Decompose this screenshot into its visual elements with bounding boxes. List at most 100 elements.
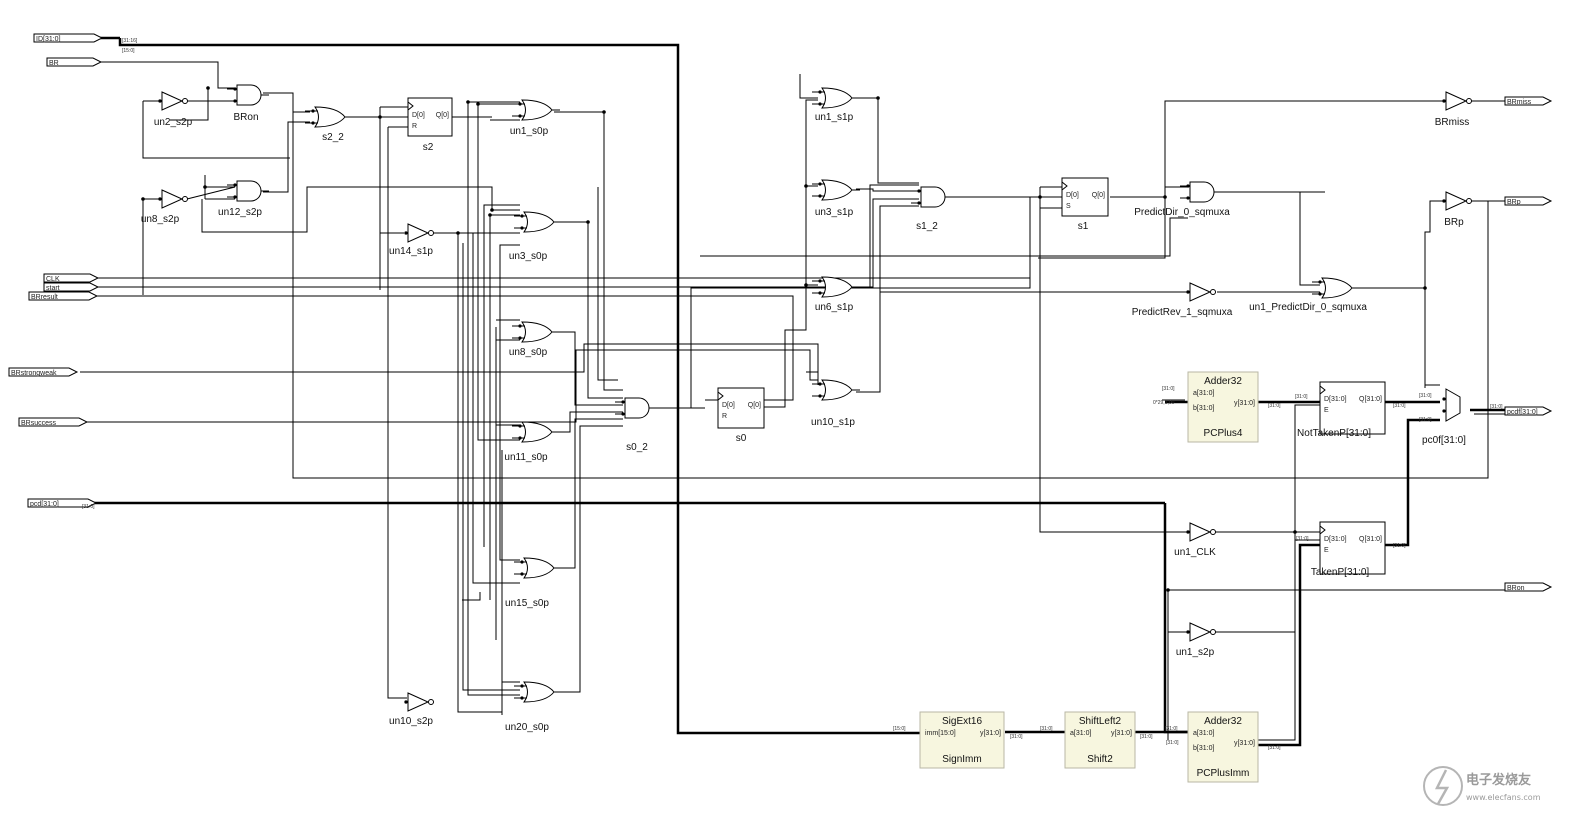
gate-inputs [305,110,318,124]
un11-s0p-gate [512,421,560,443]
ff-pin-q: Q[31:0] [1359,396,1382,403]
flipflop-box [1061,177,1109,217]
not-bubble [1210,289,1216,295]
junction-dot [602,110,606,114]
wire [554,111,623,391]
un1-s1p-gate [812,87,860,109]
bus-width-label: [31:0] [1268,403,1281,409]
not-body [1445,191,1468,211]
not-bubble [182,98,188,104]
wire [1167,590,1188,633]
gate-label: un3_s1p [815,207,854,218]
wire [856,188,919,192]
wire [1217,191,1320,286]
bus-width-label: [31:0] [1393,403,1406,409]
ff-pin-ctrl: R [412,123,417,130]
junction-dot [586,220,590,224]
ff-pin-ctrl: S [1066,203,1071,210]
gate-label: un1_s1p [815,112,854,123]
gate-label: un1_s2p [1176,647,1215,658]
components [8,33,1553,783]
pin-dot [621,412,625,416]
wire [80,343,819,385]
bus-width-label: [31:0] [1140,734,1153,740]
un3-s1p-gate [812,179,860,201]
and-body [624,397,650,419]
ff-pin-ctrl: E [1324,407,1329,414]
gate-inputs [514,215,527,229]
block-pin-a: a[31:0] [1193,390,1214,397]
un8-s2p-gate [158,189,188,209]
function-block [1187,711,1259,783]
bus-width-label: [31:0] [1010,734,1023,740]
un12-s2p-gate [227,180,269,202]
pin-dot [1442,409,1446,413]
pin-dot [520,684,524,688]
wire [292,93,1489,479]
wire [1110,100,1446,198]
ff-pin-d: D[0] [722,402,735,409]
pin-dot [518,336,522,340]
wire [170,88,209,121]
watermark-url: www.elecfans.com [1466,793,1541,802]
block-pin-a: a[31:0] [1070,730,1091,737]
block-name: Shift2 [1087,754,1113,765]
bron-gate [227,84,269,106]
bus-width-label: [31:0] [1419,393,1432,399]
wire [1214,539,1320,633]
pin-dot [520,560,524,564]
pin-dot [1318,292,1322,296]
gate-label: un1_PredictDir_0_sqmuxa [1249,302,1367,313]
pin-dot [917,189,921,193]
pin-dot [233,183,237,187]
block-pin-y: y[31:0] [1234,740,1255,747]
pin-dot [917,201,921,205]
input-port [33,33,104,43]
wire [1038,197,1166,259]
bolt-icon [1434,769,1450,805]
s0-2-gate [615,397,657,419]
not-bubble [1210,529,1216,535]
block-pin-b: b[31:0] [1193,745,1214,752]
or-body [821,87,853,109]
flipflop-label: NotTakenP[31:0] [1297,428,1371,439]
wire [186,186,236,200]
input-port-label: CLK [46,276,60,283]
un1-predictdir-gate [1312,277,1360,299]
pin-dot [233,87,237,91]
pin-dot [404,231,408,235]
or-body [521,421,553,443]
flipflop-label: s0 [736,433,747,444]
block-pin-y: y[31:0] [1234,400,1255,407]
flipflop-label: s2 [423,142,434,153]
wire [142,101,290,159]
wire [856,97,919,184]
wire [1294,404,1320,532]
input-port [43,273,100,283]
ff-pin-d: D[31:0] [1324,536,1347,543]
pin-dot [818,291,822,295]
output-port-label: BRon [1507,585,1525,592]
bus-width-label: [31:0] [1268,745,1281,751]
junction-dot [488,213,492,217]
junction-dot [1163,195,1167,199]
pin-dot [1186,290,1190,294]
wire [1424,200,1446,388]
junction-dot [490,208,494,212]
pin-dot [158,197,162,201]
block-type: ShiftLeft2 [1079,716,1122,727]
input-port-label: BRresult [31,294,58,301]
flipflop-box [407,97,453,137]
buses [78,36,1505,747]
gate-label: PredictDir_0_sqmuxa [1134,207,1230,218]
pin-dot [311,109,315,113]
output-port [1504,406,1553,416]
flipflop-box [717,387,765,429]
block-pin-y: y[31:0] [1111,730,1132,737]
gate-inputs [227,88,237,102]
bus-width-label: [31:0] [1295,394,1308,400]
gate-inputs [512,425,525,439]
not-body [1189,622,1212,642]
bus-width-label: [31:0] [1040,726,1053,732]
junction-dot [456,231,460,235]
